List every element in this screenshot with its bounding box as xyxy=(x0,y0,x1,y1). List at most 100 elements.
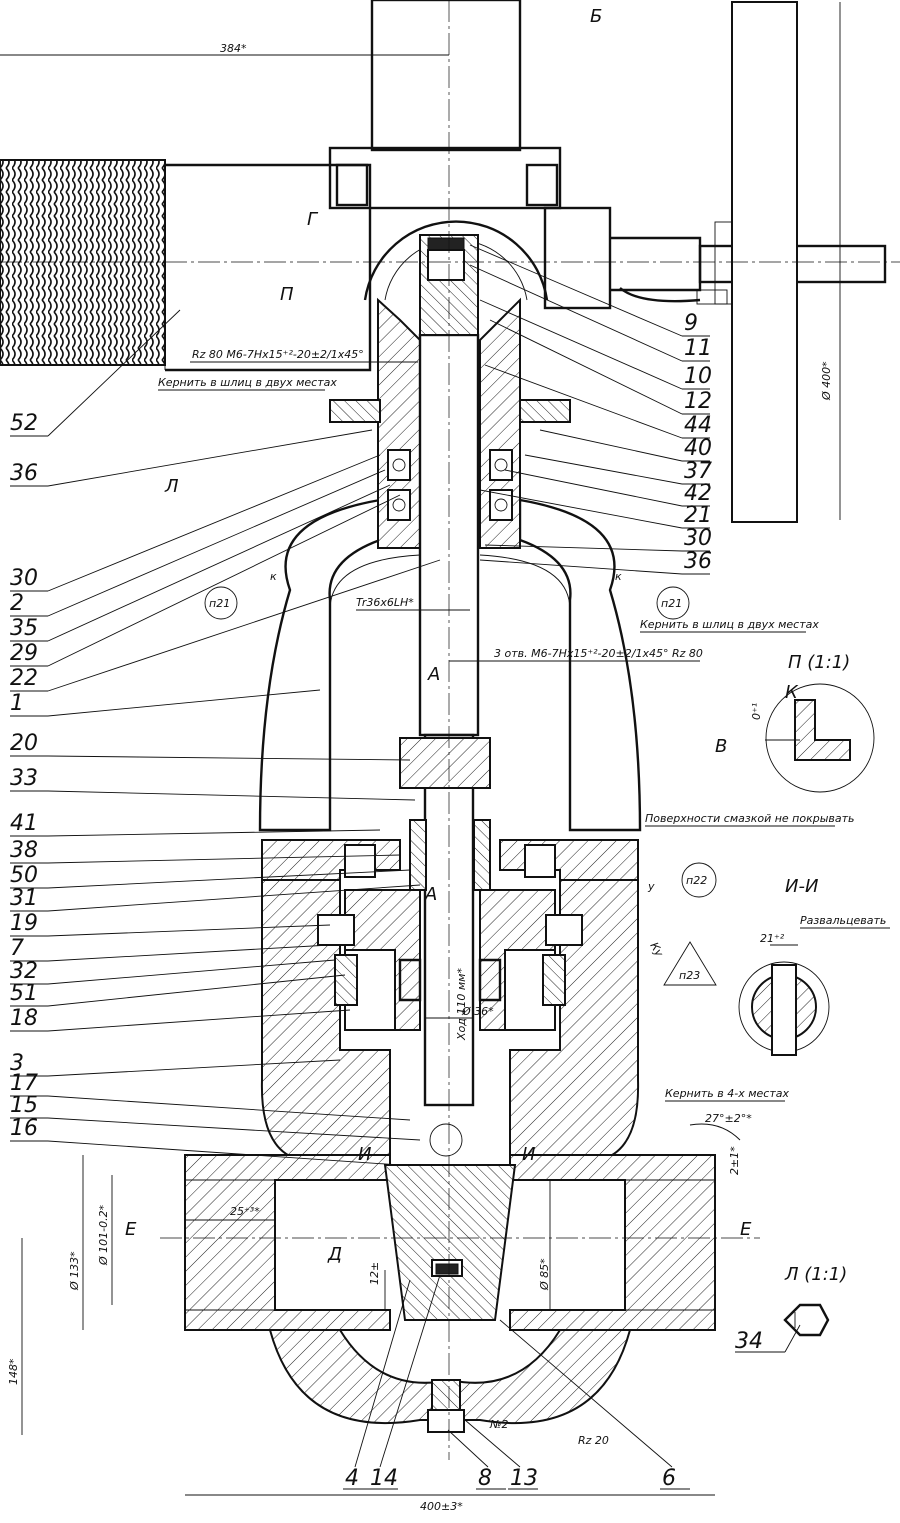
dim-101: Ø 101-0.2* xyxy=(97,1204,110,1266)
callout-left-1: 1 xyxy=(10,691,24,716)
note-razvaltsevat: Развальцевать xyxy=(800,914,886,927)
center-lines xyxy=(0,0,900,1460)
dimensions: 384* Ø 400* Ø 36* Ø 101-0.2* Ø 133* Ø 85… xyxy=(0,2,841,1513)
note-thread-mid: 3 отв. M6-7Hx15⁺²-20±2/1x45° Rz 80 xyxy=(494,647,703,660)
callout-left-36: 36 xyxy=(10,461,38,486)
actuator-gear-housing xyxy=(328,146,562,210)
circle-n23: п23 xyxy=(679,969,700,982)
dim-01: 0⁺¹ xyxy=(750,703,763,720)
callout-right-44: 44 xyxy=(684,413,712,438)
dim-400-wheel: Ø 400* xyxy=(820,361,833,401)
dim-148: 148* xyxy=(7,1358,20,1385)
dim-36: Ø 36* xyxy=(461,1005,494,1018)
callout-right-40: 40 xyxy=(684,436,712,461)
callout-left-17: 17 xyxy=(10,1071,38,1096)
dim-21: 21⁺² xyxy=(760,932,785,945)
body-left-wall xyxy=(260,879,391,1161)
callout-left-31: 31 xyxy=(10,886,38,911)
callout-right-30: 30 xyxy=(684,526,712,551)
callout-left-15: 15 xyxy=(10,1093,38,1118)
note-kernit-4: Кернить в 4-х местах xyxy=(665,1087,790,1100)
label-a1: А xyxy=(427,664,440,685)
callout-bottom-8: 8 xyxy=(478,1466,492,1491)
dim-400-len: 400±3* xyxy=(420,1500,463,1513)
callout-left-19: 19 xyxy=(10,911,38,936)
label-k1: к xyxy=(270,570,277,583)
note-weld-rz: Rz 20 xyxy=(578,1434,609,1447)
body-left-end xyxy=(184,1154,391,1331)
actuator-motor-housing xyxy=(370,0,522,152)
callouts-left: 5236302352922120334138503119732511831715… xyxy=(10,309,441,1166)
callout-left-35: 35 xyxy=(10,616,38,641)
callout-bottom-13: 13 xyxy=(510,1466,538,1491)
callout-bottom-6: 6 xyxy=(662,1466,676,1491)
callout-bottom-4: 4 xyxy=(345,1466,359,1491)
callout-left-33: 33 xyxy=(10,766,38,791)
circle-n21-right: п21 xyxy=(661,597,682,610)
label-ku: Ку xyxy=(647,940,666,959)
callout-34: 34 xyxy=(735,1324,801,1354)
dim-angle-27: 27°±2°* xyxy=(705,1112,752,1125)
dim-133: Ø 133* xyxy=(68,1251,81,1291)
body-right-wall xyxy=(509,879,640,1161)
note-tr-thread: Tr36x6LH* xyxy=(356,596,414,609)
label-a2: А xyxy=(424,884,437,905)
body-right-end xyxy=(509,1154,716,1331)
callout-right-9: 9 xyxy=(684,311,698,336)
circle-n22: п22 xyxy=(686,874,707,887)
note-lubricate: Поверхности смазкой не покрывать xyxy=(645,812,855,825)
label-u: у xyxy=(647,880,655,893)
gate-wedge xyxy=(383,1164,517,1321)
body-bottom xyxy=(268,1329,632,1425)
label-e2: Е xyxy=(740,1219,752,1240)
actuator-gearbox-arc xyxy=(363,220,549,301)
notes: Rz 80 M6-7Hx15⁺²-20±2/1x45° Кернить в шл… xyxy=(158,348,890,1447)
label-g: Г xyxy=(307,209,319,230)
dim-12: 12± xyxy=(368,1262,381,1285)
detail-p: 0⁺¹ xyxy=(750,683,875,793)
callout-right-21: 21 xyxy=(684,503,712,528)
callout-left-18: 18 xyxy=(10,1006,38,1031)
callout-left-2: 2 xyxy=(10,591,24,616)
label-l: Л xyxy=(164,476,179,497)
label-k2: к xyxy=(615,570,622,583)
callout-right-11: 11 xyxy=(684,336,712,361)
dim-384: 384* xyxy=(220,42,247,55)
callout-left-16: 16 xyxy=(10,1116,38,1141)
callout-left-30: 30 xyxy=(10,566,38,591)
label-p: П xyxy=(280,284,294,305)
circle-notes: п21 п21 п22 п23 xyxy=(204,586,717,986)
callout-left-29: 29 xyxy=(10,641,38,666)
callout-left-32: 32 xyxy=(10,959,38,984)
note-kernit-top: Кернить в шлиц в двух местах xyxy=(158,376,337,389)
callout-right-10: 10 xyxy=(684,364,712,389)
detail-l xyxy=(783,1303,830,1337)
dim-2: 2±1* xyxy=(728,1146,741,1175)
note-kernit-mid: Кернить в шлиц в двух местах xyxy=(640,618,819,631)
callouts-bottom: 4 14 8 13 6 xyxy=(343,1274,690,1491)
callout-left-20: 20 xyxy=(10,731,38,756)
callout-left-52: 52 xyxy=(10,411,38,436)
callout-number-34: 34 xyxy=(735,1329,763,1354)
circle-n21-left: п21 xyxy=(209,597,230,610)
callout-left-22: 22 xyxy=(10,666,38,691)
label-i1: И xyxy=(358,1144,371,1165)
label-e1: Е xyxy=(125,1219,137,1240)
callout-left-50: 50 xyxy=(10,863,38,888)
motor-ribbed-body xyxy=(0,159,166,366)
label-p-detail: П (1:1) xyxy=(788,652,850,673)
callout-right-37: 37 xyxy=(684,459,712,484)
section-i: 21⁺² xyxy=(738,932,830,1056)
callout-left-51: 51 xyxy=(10,981,38,1006)
label-k-detail: К xyxy=(785,682,799,703)
callout-bottom-14: 14 xyxy=(370,1466,398,1491)
dim-85: Ø 85* xyxy=(538,1258,551,1291)
label-i2: И xyxy=(522,1144,535,1165)
note-thread-top: Rz 80 M6-7Hx15⁺²-20±2/1x45° xyxy=(192,348,364,361)
label-v: В xyxy=(715,736,727,757)
callout-left-3: 3 xyxy=(10,1051,24,1076)
callout-left-7: 7 xyxy=(10,936,24,961)
callout-right-36: 36 xyxy=(684,549,712,574)
